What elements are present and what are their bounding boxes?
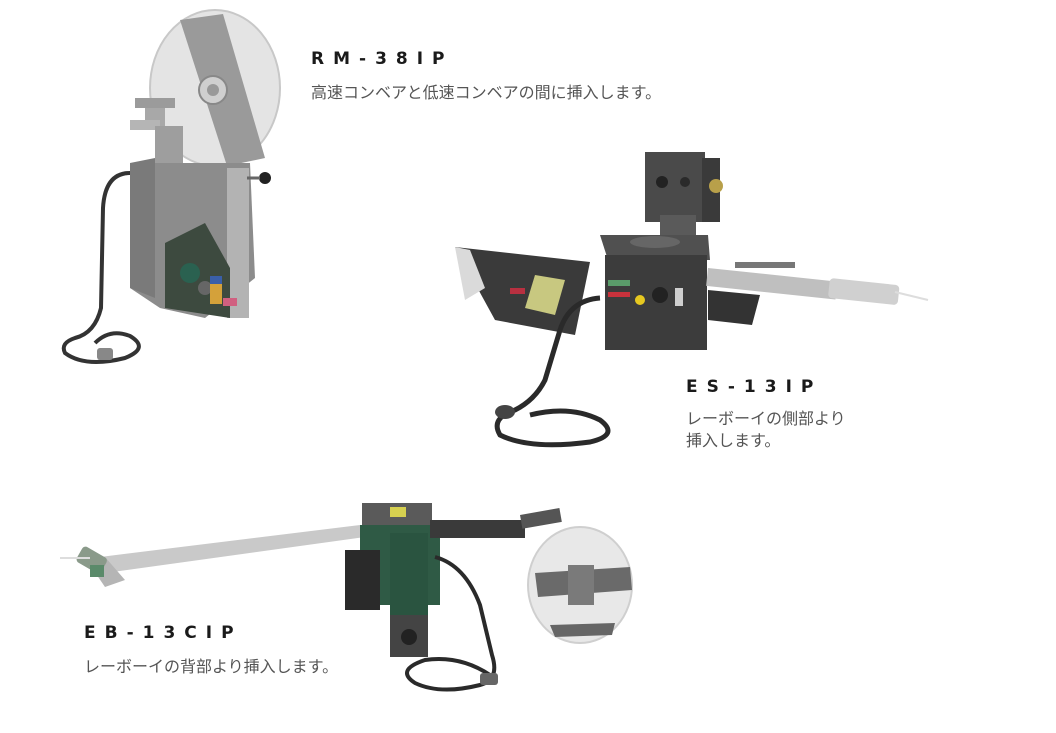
product-rm-38ip: RM-38IP 高速コンベアと低速コンベアの間に挿入します。 — [311, 48, 661, 104]
rm-38ip-image — [55, 8, 285, 373]
product-description: レーボーイの背部より挿入します。 — [84, 657, 339, 676]
product-eb-13cip: EB-13CIP レーボーイの背部より挿入します。 — [84, 622, 338, 678]
product-es-13ip: ES-13IP レーボーイの側部より 挿入します。 — [686, 376, 846, 452]
description-line: レーボーイの側部より — [686, 409, 846, 428]
product-description: レーボーイの側部より 挿入します。 — [686, 408, 846, 452]
eb-13cip-image — [60, 495, 660, 710]
model-name: ES-13IP — [686, 377, 823, 397]
description-line: 挿入します。 — [686, 431, 781, 450]
model-name: RM-38IP — [311, 49, 454, 69]
model-name: EB-13CIP — [84, 623, 243, 643]
es-13ip-image — [440, 150, 930, 450]
product-description: 高速コンベアと低速コンベアの間に挿入します。 — [311, 83, 662, 102]
